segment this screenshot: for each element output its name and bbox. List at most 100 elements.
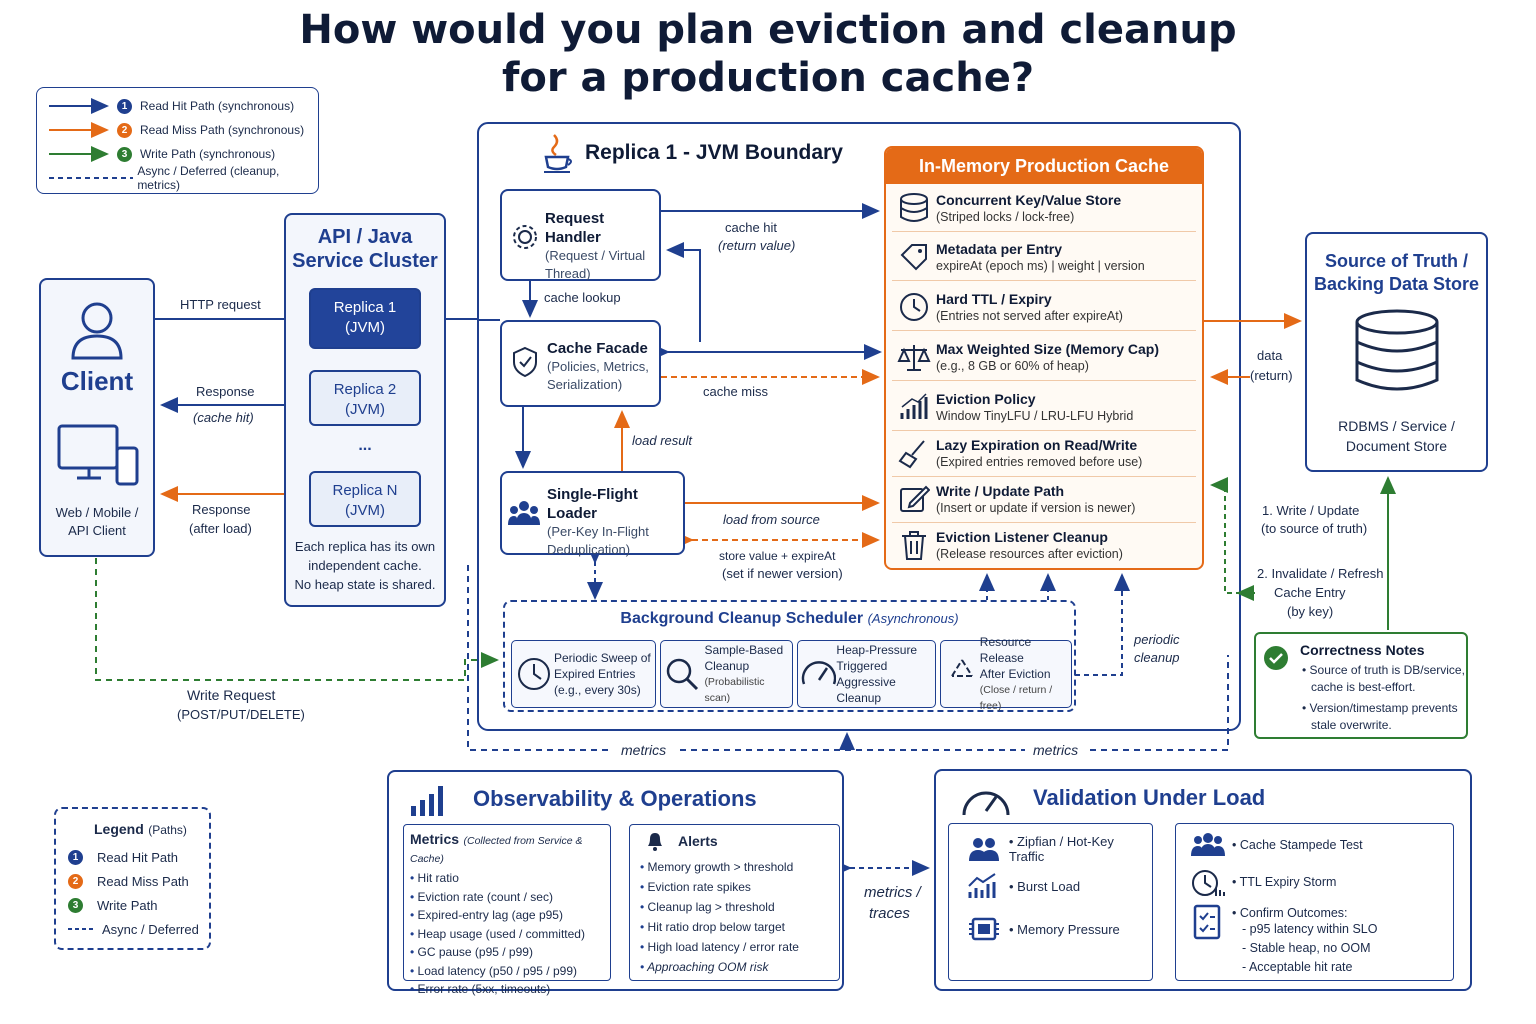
legend-num-2: 2 <box>117 122 132 138</box>
group-icon <box>969 838 999 861</box>
legend-label: Async / Deferred <box>102 921 199 937</box>
scheduler-title-note: (Asynchronous) <box>867 611 959 626</box>
alert-item: Hit ratio drop below target <box>640 917 839 937</box>
request-handler[interactable]: Request Handler (Request / Virtual Threa… <box>500 189 661 281</box>
legend-label: Read Hit Path (synchronous) <box>140 99 295 113</box>
devices-icon <box>57 424 139 486</box>
cache-row-eviction-listener: Eviction Listener Cleanup(Release resour… <box>892 522 1196 568</box>
outcome-item: - Acceptable hit rate <box>1242 960 1353 974</box>
cache-facade[interactable]: Cache Facade (Policies, Metrics, Seriali… <box>500 320 661 407</box>
database-icon <box>900 193 928 222</box>
cache-row-sub: (Expired entries removed before use) <box>936 454 1143 469</box>
client-subtitle: Web / Mobile / API Client <box>41 504 153 540</box>
validation-item-text: TTL Expiry Storm <box>1239 875 1337 889</box>
gauge-icon <box>801 661 837 685</box>
bar-chart-icon <box>900 393 928 419</box>
legend-write: 3 Write Path (synchronous) <box>47 142 318 166</box>
validation-title: Validation Under Load <box>1033 785 1266 810</box>
clock-icon <box>518 658 550 690</box>
bell-icon <box>648 833 662 851</box>
tag-icon <box>900 244 927 271</box>
label-response: Response <box>196 384 255 399</box>
page-title: How would you plan eviction and cleanup … <box>0 6 1536 102</box>
legend-read-hit: 1 Read Hit Path (synchronous) <box>47 94 318 118</box>
metric-item: Error rate (5xx, timeouts) <box>410 980 610 999</box>
cache-row-title: Write / Update Path <box>936 482 1065 499</box>
legend-label: Write Path <box>97 897 158 913</box>
observability-title: Observability & Operations <box>473 786 757 811</box>
correctness-list: • Source of truth is DB/service, cache i… <box>1302 662 1465 734</box>
label-cache-miss: cache miss <box>703 384 769 399</box>
alert-item: Approaching OOM risk <box>640 957 839 977</box>
label-after-load: (after load) <box>189 521 252 536</box>
cluster-note: Each replica has its own independent cac… <box>286 537 444 594</box>
legend-num-3: 3 <box>117 146 132 162</box>
validation-item-text: Burst Load <box>1017 878 1081 894</box>
replica-ellipsis: ... <box>358 437 372 454</box>
source-subtitle: RDBMS / Service / Document Store <box>1307 416 1486 456</box>
observability-panel: Observability & Operations Metrics (Coll… <box>387 770 844 996</box>
request-handler-text: Request Handler (Request / Virtual Threa… <box>545 209 659 283</box>
card-line: Heap-Pressure <box>836 643 918 657</box>
cluster-note-3: No heap state is shared. <box>294 577 436 592</box>
correctness-title: Correctness Notes <box>1300 642 1425 658</box>
legend-read-miss: 2 Read Miss Path (synchronous) <box>47 118 318 142</box>
cache-row-sub: (Striped locks / lock-free) <box>936 209 1075 224</box>
bar-chart-icon <box>411 786 443 816</box>
validation-ttl-storm: • TTL Expiry Storm <box>1190 866 1336 898</box>
jvm-boundary <box>477 122 1241 731</box>
alerts-panel: Alerts Memory growth > threshold Evictio… <box>629 824 840 981</box>
replica-2-jvm: (JVM) <box>345 401 385 418</box>
scheduler-title-text: Background Cleanup Scheduler <box>620 610 864 627</box>
replica-2[interactable]: Replica 2 (JVM) <box>309 370 421 426</box>
edge-replica-to-jvm <box>421 318 500 321</box>
loader-title: Single-Flight Loader <box>547 486 638 522</box>
legend-num-1: 1 <box>68 849 83 865</box>
correctness-item: • Source of truth is DB/service, <box>1302 663 1465 677</box>
in-memory-cache: In-Memory Production Cache Concurrent Ke… <box>884 146 1204 570</box>
cache-row-title: Concurrent Key/Value Store <box>936 191 1122 208</box>
background-cleanup-scheduler: Background Cleanup Scheduler (Asynchrono… <box>503 600 1076 712</box>
replica-n[interactable]: Replica N (JVM) <box>309 471 421 527</box>
card-line: Sample-Based <box>704 643 784 657</box>
label-metrics-right: metrics <box>1033 742 1079 758</box>
card-line: Expired Entries <box>554 667 636 681</box>
label-write-methods: (POST/PUT/DELETE) <box>177 707 305 722</box>
replica-2-name: Replica 2 <box>333 381 397 398</box>
cache-row-ttl: Hard TTL / Expiry(Entries not served aft… <box>892 284 1196 331</box>
client-title: Client <box>60 366 134 396</box>
replica-n-name: Replica N <box>332 482 398 499</box>
timer-icon <box>1192 870 1225 896</box>
label-set-if-newer: (set if newer version) <box>722 566 843 581</box>
label-cache-hit: cache hit <box>725 220 778 235</box>
cache-row-sub: (Entries not served after expireAt) <box>936 308 1123 323</box>
cache-row-sub: (Insert or update if version is newer) <box>936 500 1136 515</box>
cluster-title-2: Service Cluster <box>292 250 438 272</box>
edge-write-request <box>95 558 499 681</box>
cache-row-lazy-expiration: Lazy Expiration on Read/Write(Expired en… <box>892 430 1196 477</box>
trend-icon <box>968 873 996 898</box>
label-cache-entry: Cache Entry <box>1274 585 1346 600</box>
validation-confirm-outcomes: • Confirm Outcomes: - p95 latency within… <box>1190 904 1378 977</box>
client-sub-2: API Client <box>68 523 126 538</box>
source-sub-2: Document Store <box>1345 438 1448 454</box>
legend-num-1: 1 <box>117 98 132 114</box>
legend-num-3: 3 <box>68 897 83 913</box>
single-flight-loader[interactable]: Single-Flight Loader (Per-Key In-Flight … <box>500 471 685 557</box>
source-of-truth: Source of Truth / Backing Data Store RDB… <box>1305 232 1488 472</box>
replica-1[interactable]: Replica 1 (JVM) <box>309 288 421 349</box>
client-sub-1: Web / Mobile / <box>55 505 139 520</box>
label-http-request: HTTP request <box>180 297 261 312</box>
cache-row-title: Metadata per Entry <box>936 240 1063 257</box>
validation-item-text: Cache Stampede Test <box>1239 838 1363 852</box>
correctness-item-b: cache is best-effort. <box>1311 680 1416 694</box>
cache-row-title: Eviction Policy <box>936 390 1036 407</box>
scheduler-title: Background Cleanup Scheduler (Asynchrono… <box>505 610 1074 628</box>
source-title-1: Source of Truth / <box>1324 251 1468 271</box>
metric-item: Eviction rate (count / sec) <box>410 888 610 907</box>
card-line: (Probabilistic scan) <box>704 676 765 704</box>
cache-facade-sub-2: Serialization) <box>547 377 623 392</box>
